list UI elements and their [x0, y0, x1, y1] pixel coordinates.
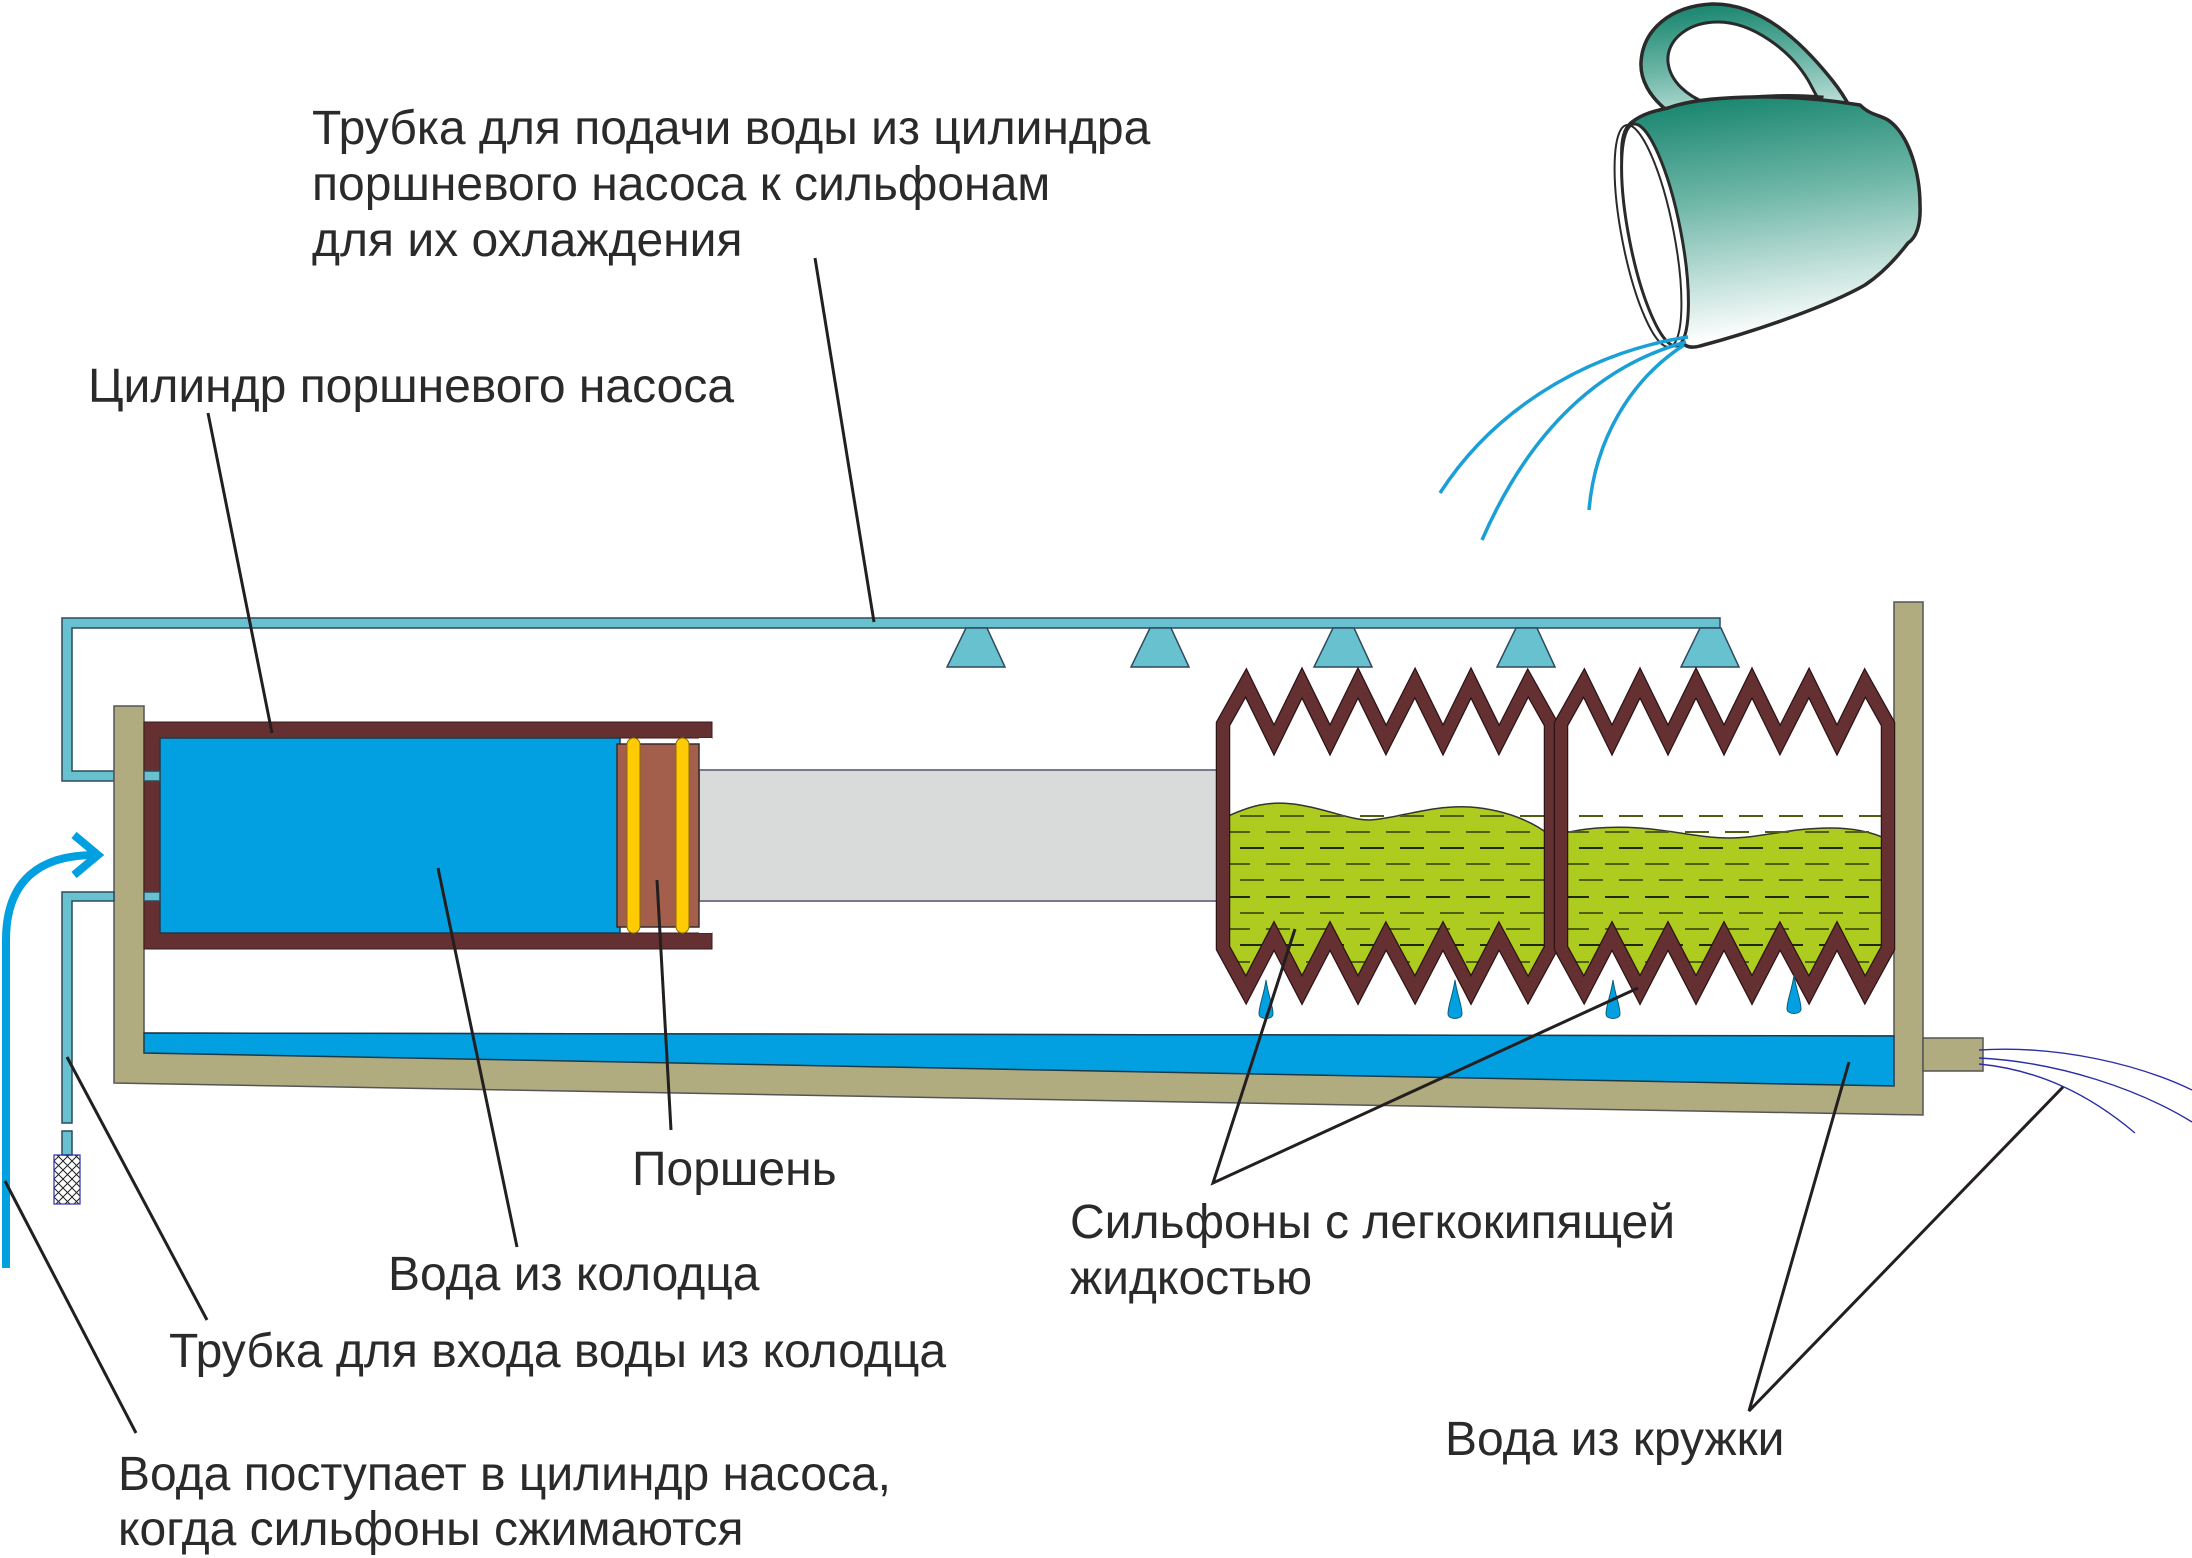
- leader-mug-water: [1747, 1061, 2065, 1413]
- bellows-right: [1553, 666, 1896, 1006]
- leader-inlet-tube: [65, 1056, 209, 1321]
- nozzle-1: [945, 627, 1007, 668]
- stream-3: [1587, 343, 1685, 511]
- droplet-icon: [1786, 974, 1802, 1014]
- bellows-left: [1215, 666, 1559, 1006]
- mesh-filter-icon: [53, 1154, 81, 1205]
- label-line: когда сильфоны сжимаются: [118, 1503, 744, 1556]
- label-mug-water: Вода из кружки: [1445, 1413, 1784, 1466]
- bellows-left-liquid: [1223, 802, 1551, 990]
- label-line: Трубка для подачи воды из цилиндра: [312, 102, 1151, 155]
- cylinder-port-upper: [143, 770, 161, 782]
- leader-piston: [655, 879, 673, 1131]
- mug-icon: [1613, 2, 1922, 349]
- label-piston: Поршень: [632, 1143, 837, 1196]
- leader-lines: [3, 257, 2065, 1434]
- inlet-tube-end: [61, 1130, 73, 1156]
- piston-ring-1: [626, 737, 641, 934]
- leader-cooling-tube: [813, 257, 876, 623]
- piston-rod: [698, 769, 1218, 902]
- leader-well-water: [436, 867, 519, 1248]
- cylinder-port-lower: [143, 891, 161, 902]
- bellows-left-wall: [1217, 669, 1557, 1004]
- mug-water-streams: [1438, 335, 1689, 541]
- label-inlet-tube: Трубка для входа воды из колодца: [169, 1325, 946, 1378]
- label-line: жидкостью: [1070, 1252, 1312, 1305]
- jet-3: [1978, 1063, 2136, 1134]
- label-well-water: Вода из колодца: [388, 1248, 760, 1301]
- tray-outlet: [1922, 1037, 1984, 1072]
- leader-water-enters: [3, 1180, 138, 1434]
- stream-1: [1438, 335, 1689, 494]
- mug-handle-hole: [1666, 20, 1824, 105]
- jet-1: [1978, 1048, 2192, 1091]
- cooling-pipe: [61, 617, 1721, 782]
- stream-2: [1480, 340, 1687, 541]
- inlet-tube: [61, 891, 115, 1124]
- label-line: поршневого насоса к сильфонам: [312, 158, 1050, 211]
- jet-2: [1978, 1057, 2192, 1123]
- nozzle-4: [1495, 627, 1557, 668]
- bellows-right-wall: [1555, 669, 1894, 1004]
- nozzle-5: [1679, 627, 1741, 668]
- label-line: для их охлаждения: [312, 214, 742, 267]
- outlet-jets: [1978, 1048, 2192, 1134]
- label-bellows: Сильфоны с легкокипящей жидкостью: [1070, 1196, 1675, 1305]
- label-pump-cylinder: Цилиндр поршневого насоса: [88, 360, 734, 413]
- cylinder-water: [159, 737, 621, 934]
- label-line: Сильфоны с легкокипящей: [1070, 1196, 1675, 1249]
- nozzle-3: [1312, 627, 1374, 668]
- nozzles: [945, 627, 1741, 668]
- inflow-arrow-icon: [2, 831, 105, 1268]
- leader-bellows: [1210, 928, 1639, 1186]
- droplet-icon: [1447, 979, 1463, 1019]
- label-cooling-tube: Трубка для подачи воды из цилиндра поршн…: [312, 102, 1151, 267]
- label-water-enters: Вода поступает в цилиндр насоса, когда с…: [118, 1448, 891, 1556]
- label-line: Вода поступает в цилиндр насоса,: [118, 1448, 891, 1501]
- leader-pump-cylinder: [206, 412, 274, 734]
- nozzle-2: [1129, 627, 1191, 668]
- piston-ring-2: [675, 737, 690, 934]
